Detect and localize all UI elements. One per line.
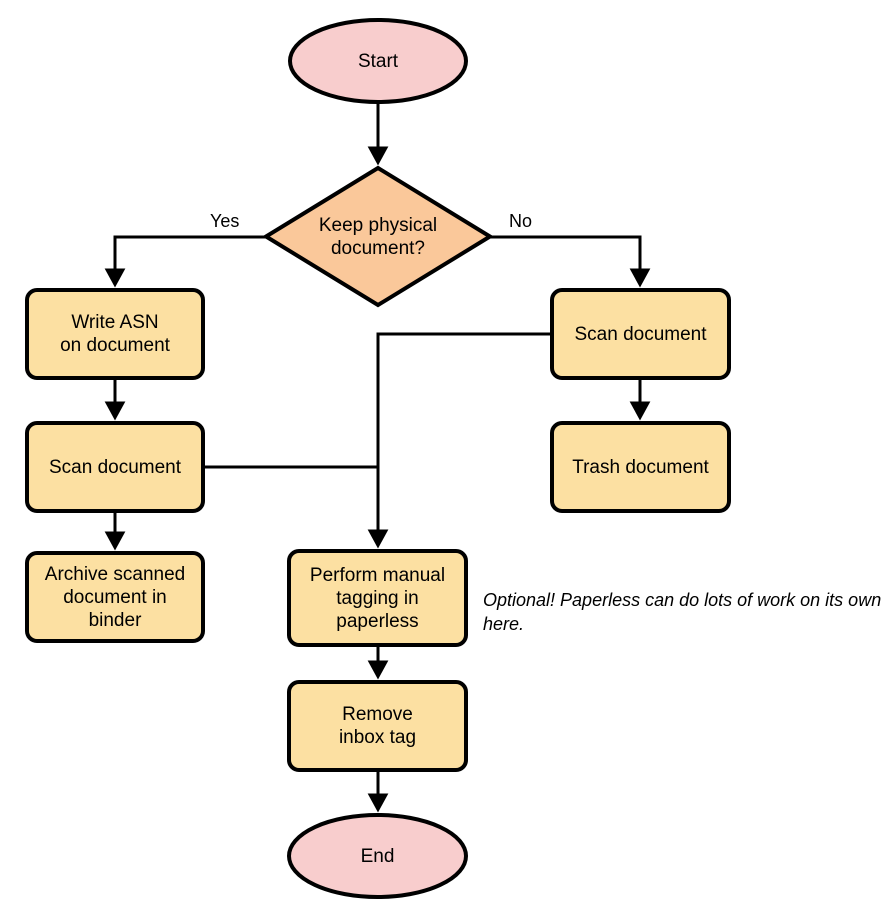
node-remove-inbox-shape[interactable] xyxy=(287,680,468,772)
edge-label-no: No xyxy=(509,211,533,231)
edge-label-yes: Yes xyxy=(210,211,240,231)
edge-decision-to-scan-right xyxy=(490,235,651,288)
node-archive-binder-shape[interactable] xyxy=(25,551,205,643)
node-manual-tagging-shape[interactable] xyxy=(287,549,468,647)
node-scan-left-shape[interactable] xyxy=(25,421,205,513)
node-write-asn-shape[interactable] xyxy=(25,288,205,380)
node-start-shape[interactable] xyxy=(288,18,468,104)
node-end-shape[interactable] xyxy=(287,813,468,899)
edge-decision-to-write-asn xyxy=(104,235,266,288)
annotation-optional-note: Optional! Paperless can do lots of work … xyxy=(483,590,882,634)
node-decision-keep-shape[interactable] xyxy=(262,165,494,308)
edge-scan-right-to-manual-tagging xyxy=(367,332,552,549)
node-trash-shape[interactable] xyxy=(550,421,731,513)
node-scan-right-shape[interactable] xyxy=(550,288,731,380)
